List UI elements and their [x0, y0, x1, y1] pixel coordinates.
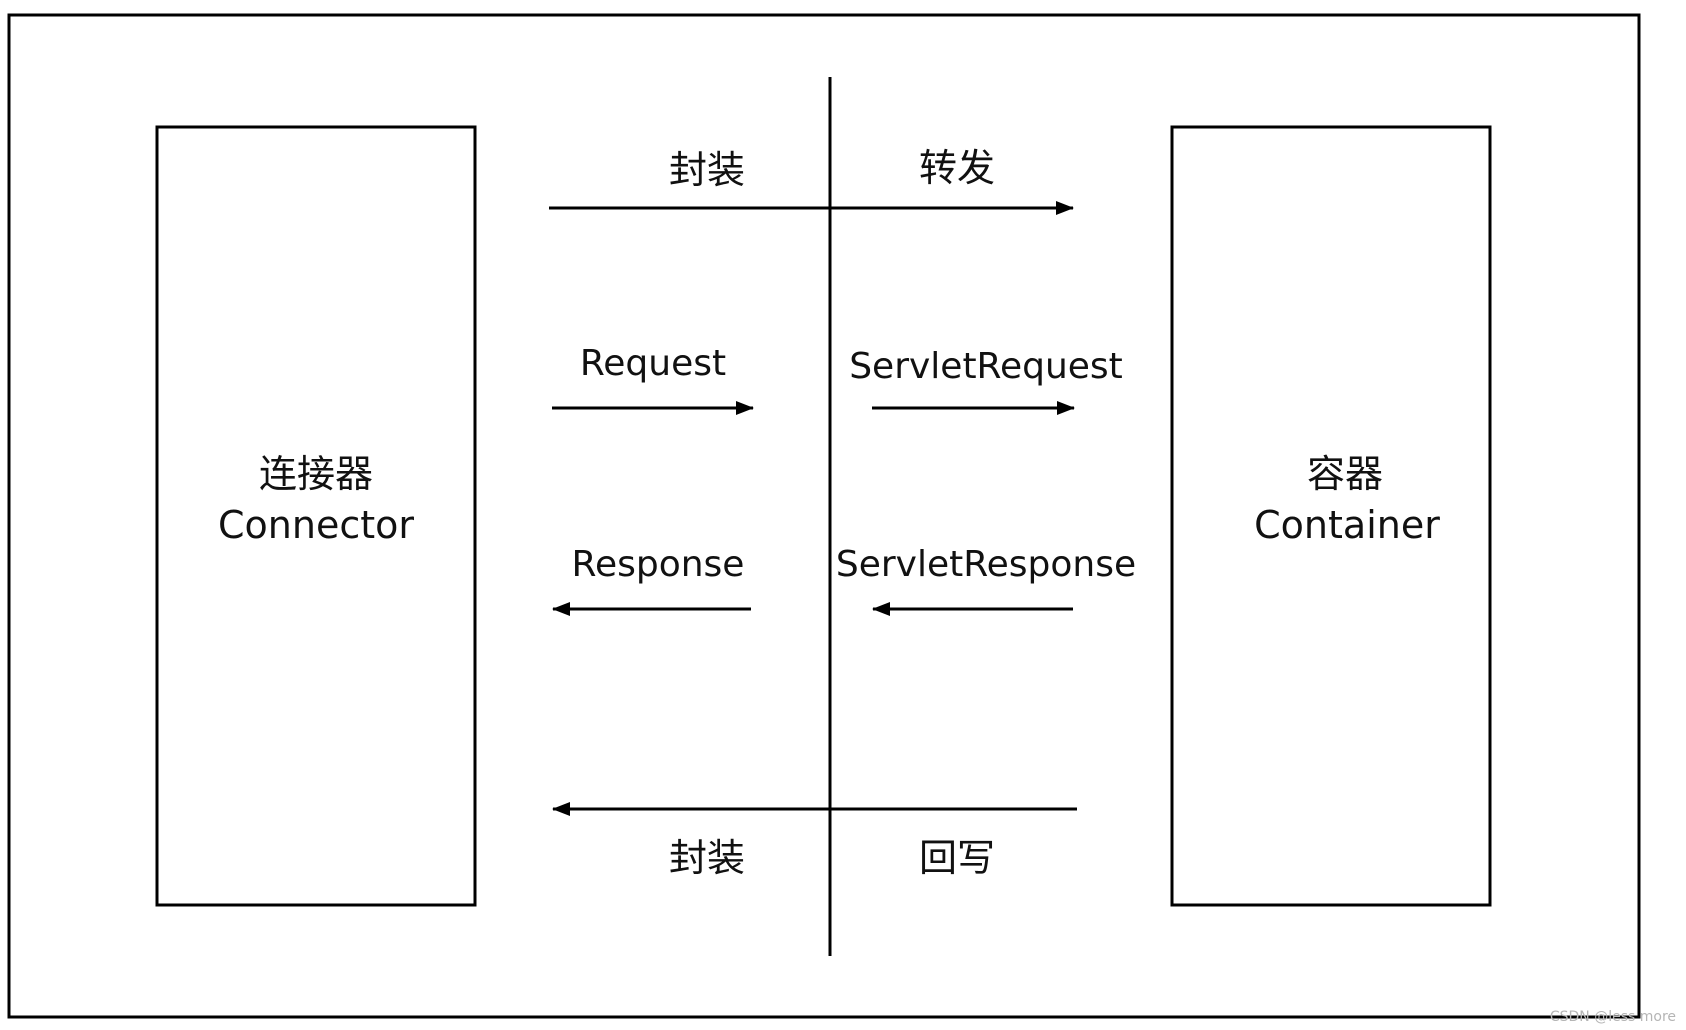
connector-rect [155, 125, 477, 907]
request-label: Request [580, 343, 726, 384]
container-box: 容器 Container [1170, 125, 1492, 907]
top-right-label: 转发 [919, 146, 995, 190]
servlet-request-label: ServletRequest [849, 346, 1123, 387]
bottom-left-label: 封装 [669, 836, 745, 880]
servlet-response-label: ServletResponse [836, 544, 1136, 585]
container-rect [1170, 125, 1492, 907]
container-title-en: Container [1254, 503, 1440, 547]
container-title-cn: 容器 [1307, 452, 1383, 496]
bottom-right-label: 回写 [919, 836, 995, 880]
connector-title-cn: 连接器 [259, 452, 373, 496]
top-left-label: 封装 [669, 148, 745, 192]
connector-title-en: Connector [218, 503, 414, 547]
response-label: Response [572, 544, 745, 585]
connector-box: 连接器 Connector [155, 125, 477, 907]
watermark-text: CSDN @less more [1550, 1009, 1676, 1025]
outer-frame [7, 13, 1641, 1019]
